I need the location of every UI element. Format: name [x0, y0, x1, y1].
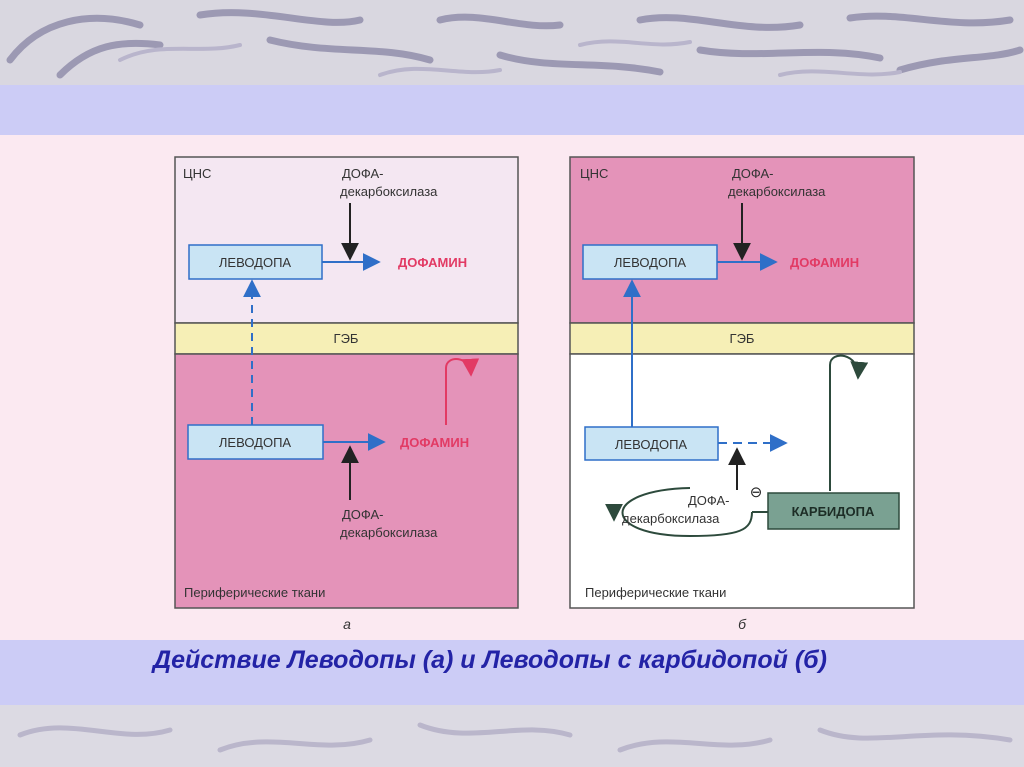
panel-a-cns-zone — [174, 156, 519, 324]
bottom-decoration — [0, 705, 1024, 767]
panel-a-peripheral-label: Периферические ткани — [184, 585, 325, 600]
panel-a: ЦНС ДОФА- декарбоксилаза ЛЕВОДОПА ДОФАМИ… — [174, 156, 519, 632]
panel-b-bbb-zone — [569, 322, 915, 355]
panel-a-dopamine-bottom: ДОФАМИН — [400, 435, 469, 450]
panel-b-levodopa-top: ЛЕВОДОПА — [614, 255, 687, 270]
panel-b-enzyme-top-line1: ДОФА- — [732, 166, 774, 181]
title-bar — [0, 85, 1024, 135]
panel-b-peripheral-label: Периферические ткани — [585, 585, 726, 600]
panel-b: ЦНС ДОФА- декарбоксилаза ЛЕВОДОПА ДОФАМИ… — [569, 156, 915, 632]
panel-b-carbidopa-excluded-arrow — [829, 354, 869, 491]
panel-b-peripheral-zone — [569, 353, 915, 609]
panel-a-enzyme-top-line2: декарбоксилаза — [340, 184, 438, 199]
panel-b-dopamine-top: ДОФАМИН — [790, 255, 859, 270]
panel-a-levodopa-bottom: ЛЕВОДОПА — [219, 435, 292, 450]
panel-b-enzyme-top-line2: декарбоксилаза — [728, 184, 826, 199]
panel-b-enzyme-cycle-return — [689, 511, 753, 537]
panel-a-levodopa-top: ЛЕВОДОПА — [219, 255, 292, 270]
panel-b-levodopa-bottom: ЛЕВОДОПА — [615, 437, 688, 452]
panel-b-enzyme-bottom-line2: декарбоксилаза — [622, 511, 720, 526]
panel-a-enzyme-top-line1: ДОФА- — [342, 166, 384, 181]
caption-band — [0, 640, 1024, 708]
panel-b-letter: б — [738, 616, 747, 632]
panel-a-bbb-label: ГЭБ — [334, 331, 359, 346]
slide-caption: Действие Леводопы (а) и Леводопы с карби… — [153, 646, 827, 674]
panel-a-dopamine-recirculation-arrow — [445, 358, 480, 425]
panel-b-carbidopa: КАРБИДОПА — [792, 504, 875, 519]
panel-b-enzyme-bottom-line1: ДОФА- — [688, 493, 730, 508]
panel-b-inhibition-sign: ⊖ — [750, 484, 763, 501]
panel-a-enzyme-bottom-line2: декарбоксилаза — [340, 525, 438, 540]
panel-b-levodopa-top-box — [582, 244, 718, 280]
panel-a-bbb-zone — [174, 322, 519, 355]
panel-b-levodopa-bottom-box — [584, 426, 719, 461]
panel-a-peripheral-zone — [174, 353, 519, 609]
panel-b-carbidopa-box — [767, 492, 900, 530]
panel-a-levodopa-top-box — [188, 244, 323, 280]
panel-b-bbb-label: ГЭБ — [730, 331, 755, 346]
panel-b-cns-label: ЦНС — [580, 166, 608, 181]
panel-a-enzyme-bottom-line1: ДОФА- — [342, 507, 384, 522]
panel-a-letter: а — [343, 616, 351, 632]
panel-a-dopamine-top: ДОФАМИН — [398, 255, 467, 270]
top-decoration — [0, 0, 1024, 90]
panel-a-cns-label: ЦНС — [183, 166, 211, 181]
